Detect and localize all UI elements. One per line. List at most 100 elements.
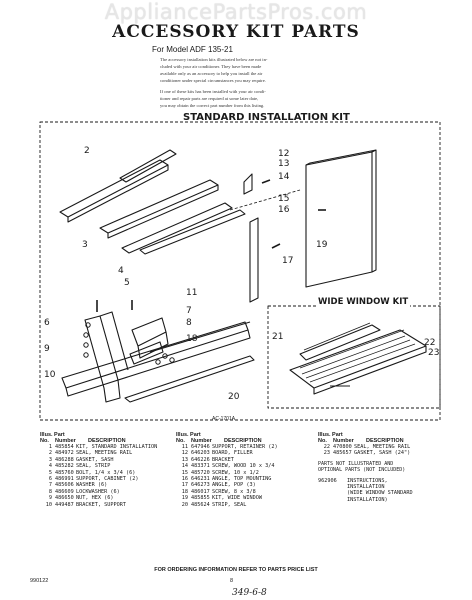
callout-8: 8 xyxy=(186,318,192,328)
bracket-part xyxy=(243,173,253,195)
meeting-rail-seal-part xyxy=(59,149,177,223)
parts-list-header: Illus. Part xyxy=(176,432,278,438)
parts-list-subheader: No. Number DESCRIPTION xyxy=(176,438,278,444)
callout-19: 19 xyxy=(316,240,328,250)
callout-12: 12 xyxy=(278,149,290,159)
callout-9: 9 xyxy=(44,344,50,354)
seal-strip-lower-part xyxy=(124,355,255,403)
handwritten-note: 349-6-8 xyxy=(232,588,267,598)
callout-18: 18 xyxy=(186,334,198,344)
callout-17: 17 xyxy=(282,256,294,266)
support-bracket-part xyxy=(61,321,251,397)
callout-20: 20 xyxy=(228,392,240,402)
wide-window-kit-border xyxy=(267,305,441,409)
callout-5: 5 xyxy=(124,278,130,288)
intro-line: The accessory installation kits illustra… xyxy=(160,57,268,62)
parts-list-subheader: No. Number DESCRIPTION xyxy=(40,438,157,444)
callout-22: 22 xyxy=(424,338,436,348)
kit-border xyxy=(39,121,441,421)
callout-21: 21 xyxy=(272,332,284,342)
callout-2: 2 xyxy=(84,146,90,156)
instructions-row: INSTALLATION) xyxy=(347,496,388,503)
number-header: Number xyxy=(191,438,212,444)
seal-strip-part xyxy=(139,209,246,255)
exploded-parts-diagram xyxy=(39,121,441,421)
instructions-row: (WIDE WINDOW STANDARD xyxy=(347,490,413,497)
callout-7: 7 xyxy=(186,306,192,316)
callout-13: 13 xyxy=(278,159,290,169)
no-header: No. xyxy=(318,438,327,444)
ordering-information: FOR ORDERING INFORMATION REFER TO PARTS … xyxy=(154,567,318,573)
parts-list-header: Illus. Part xyxy=(318,432,413,438)
callout-6: 6 xyxy=(44,318,50,328)
description-header: DESCRIPTION xyxy=(366,438,404,444)
callout-15: 15 xyxy=(278,194,290,204)
callout-23: 23 xyxy=(428,348,440,358)
standard-kit-heading: STANDARD INSTALLATION KIT xyxy=(183,112,350,123)
not-illustrated-note: PARTS NOT ILLUSTRATED AND xyxy=(318,460,394,467)
page-number: 8 xyxy=(230,578,234,584)
top-mounting-angle-part xyxy=(249,217,259,303)
parts-list-header: Illus. Part xyxy=(40,432,157,438)
figure-reference: AC-1701A xyxy=(212,416,236,422)
not-illustrated-note: OPTIONAL PARTS (NOT INCLUDED) xyxy=(318,467,406,474)
watermark: AppliancePartsPros.com xyxy=(104,0,368,24)
illus-part-header: Illus. Part xyxy=(40,432,65,438)
callout-10: 10 xyxy=(44,370,56,380)
description-header: DESCRIPTION xyxy=(88,438,126,444)
sash-gasket-part xyxy=(99,179,233,254)
number-header: Number xyxy=(55,438,76,444)
intro-line: tioner and repair parts are required at … xyxy=(160,96,259,101)
instructions-row: INSTALLATION xyxy=(347,484,385,491)
callout-16: 16 xyxy=(278,205,290,215)
wide-window-sash-gasket-part xyxy=(299,324,381,361)
callout-11: 11 xyxy=(186,288,198,298)
callout-4: 4 xyxy=(118,266,124,276)
intro-line: conditioner under special circumstances … xyxy=(160,78,266,83)
callout-3: 3 xyxy=(82,240,88,250)
intro-line: If one of these kits has been installed … xyxy=(160,89,266,94)
document-code: 990122 xyxy=(30,578,49,584)
no-header: No. xyxy=(176,438,185,444)
intro-line: you may obtain the correct part number f… xyxy=(160,103,265,108)
filler-board-part xyxy=(305,151,373,288)
wide-window-kit-heading: WIDE WINDOW KIT xyxy=(316,297,411,307)
illus-part-header: Illus. Part xyxy=(318,432,343,438)
model-number: For Model ADF 135-21 xyxy=(152,45,233,54)
callout-14: 14 xyxy=(278,172,290,182)
instructions-row: 962906 INSTRUCTIONS, xyxy=(318,477,388,484)
wide-window-seal-panel xyxy=(289,329,427,395)
intro-line: available only as an accessory to help y… xyxy=(160,71,263,76)
page-title: ACCESSORY KIT PARTS xyxy=(112,22,360,42)
intro-line: cluded with your air conditioner. They h… xyxy=(160,64,262,69)
description-header: DESCRIPTION xyxy=(224,438,262,444)
no-header: No. xyxy=(40,438,49,444)
number-header: Number xyxy=(333,438,354,444)
parts-list-subheader: No. Number DESCRIPTION xyxy=(318,438,413,444)
